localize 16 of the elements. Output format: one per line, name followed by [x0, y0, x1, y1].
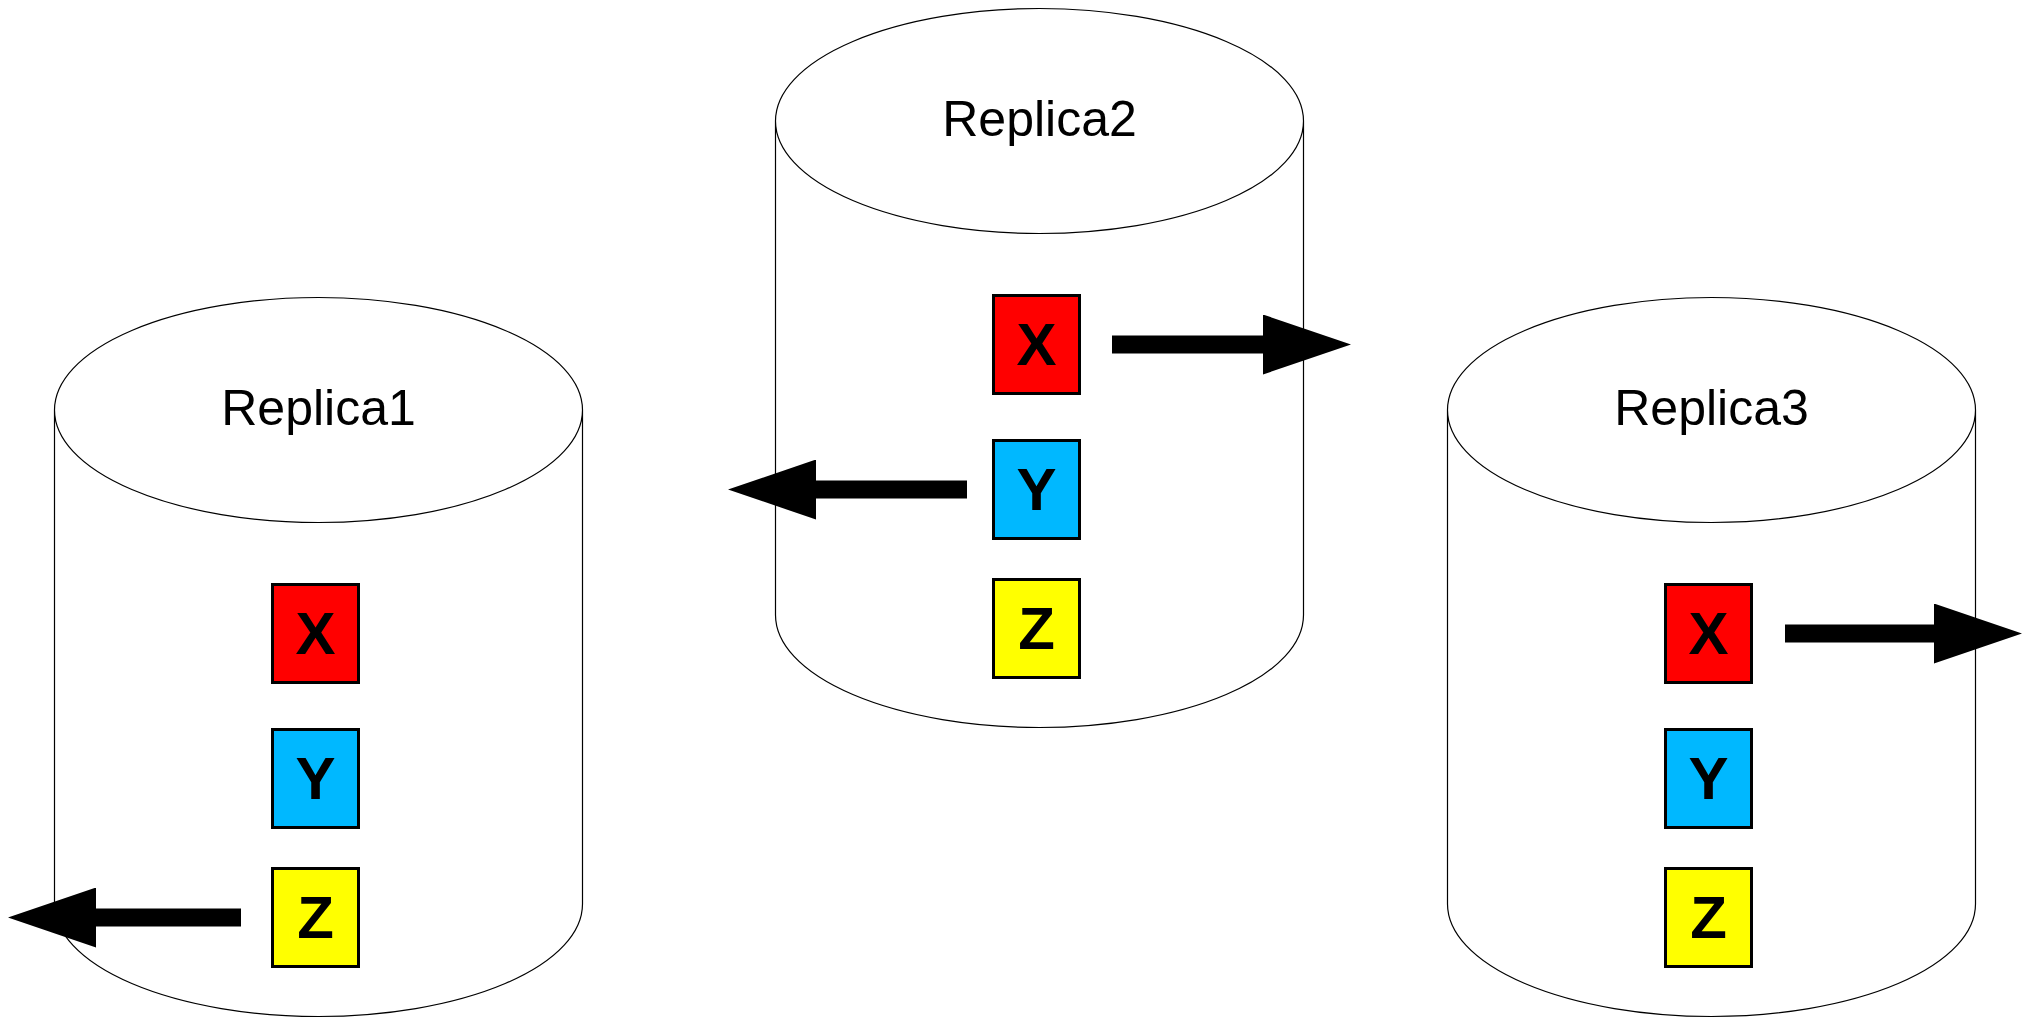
- data-block: Y: [271, 728, 360, 829]
- arrow: [1785, 603, 2022, 664]
- data-block: X: [271, 583, 360, 684]
- data-block: X: [992, 294, 1081, 395]
- arrow: [8, 887, 241, 948]
- cylinder-label: Replica2: [941, 90, 1138, 148]
- data-block: Z: [271, 867, 360, 968]
- cylinder-label: Replica1: [220, 379, 417, 437]
- data-block: Y: [992, 439, 1081, 540]
- arrow: [1112, 314, 1351, 375]
- data-block: Z: [1664, 867, 1753, 968]
- data-block: X: [1664, 583, 1753, 684]
- data-block: Y: [1664, 728, 1753, 829]
- cylinder-label: Replica3: [1613, 379, 1810, 437]
- data-block: Z: [992, 578, 1081, 679]
- arrow: [728, 459, 967, 520]
